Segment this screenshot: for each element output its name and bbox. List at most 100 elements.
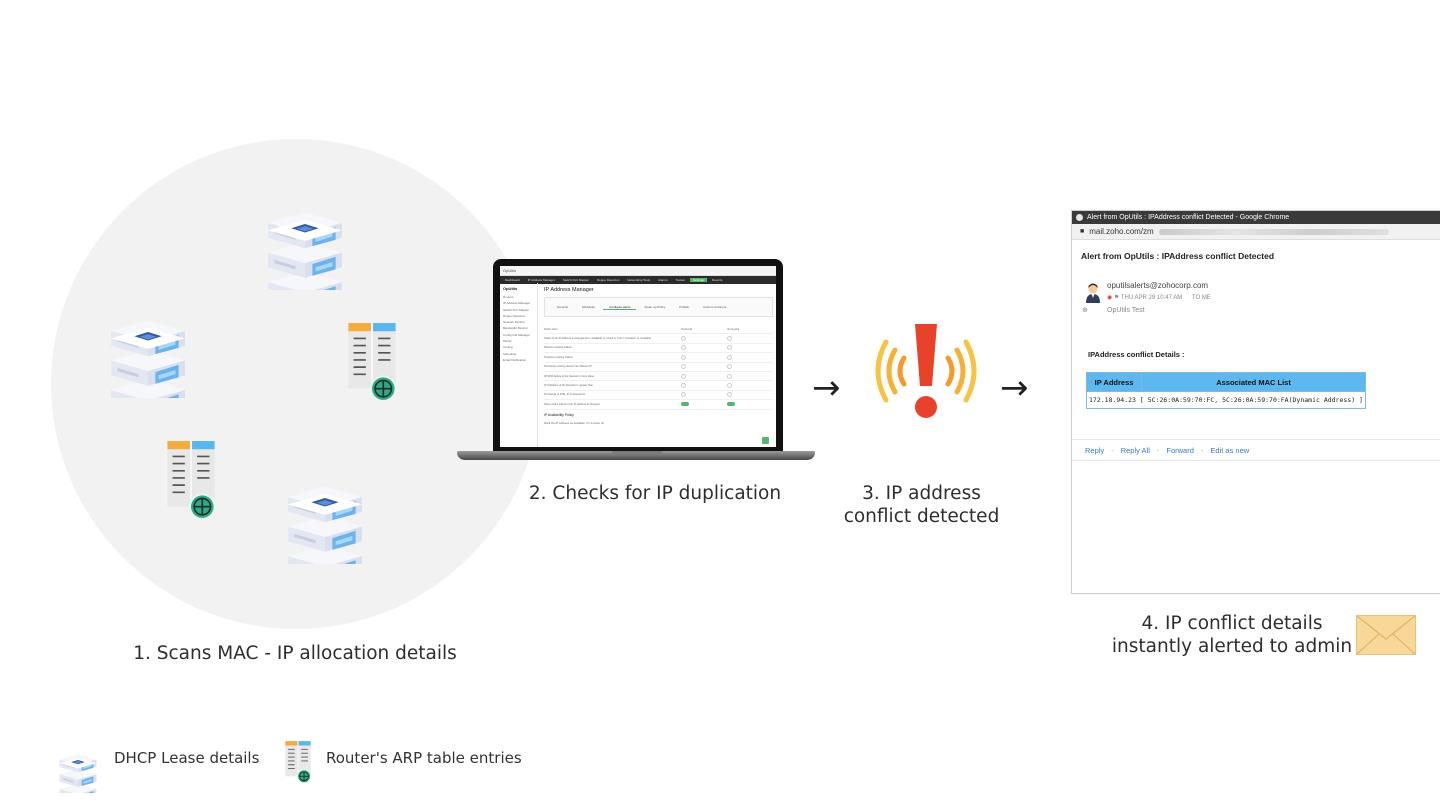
- radio[interactable]: [727, 392, 732, 398]
- table-row: 172.18.94.23 [ 5C:26:0A:59:70:FC, 5C:26:…: [1086, 391, 1366, 409]
- sidebar-item[interactable]: Email Notification: [503, 357, 527, 362]
- nav-item[interactable]: Alarms: [658, 278, 668, 282]
- nav-item[interactable]: Reports: [711, 278, 723, 282]
- column-header-mac: Associated MAC List: [1141, 372, 1366, 392]
- flag-icon[interactable]: ⚑: [1113, 295, 1120, 301]
- edit-as-new-link[interactable]: Edit as new: [1210, 446, 1250, 455]
- conflict-table: IP Address Associated MAC List 172.18.94…: [1085, 372, 1366, 409]
- step-2-label: 2. Checks for IP duplication: [528, 483, 782, 504]
- tab[interactable]: Custom Columns: [703, 305, 727, 309]
- row-label: IP Change of DNS, IP is detected in: [544, 393, 586, 397]
- forward-link[interactable]: Forward: [1166, 446, 1194, 455]
- step-4-line-1: 4. IP conflict details: [1141, 613, 1323, 634]
- app-sidebar: OpUtils Routers IP Address Manager Switc…: [500, 283, 538, 447]
- alert-status-icon: ◉: [1107, 295, 1113, 301]
- ip-cell: 172.18.94.23: [1089, 396, 1136, 404]
- tab[interactable]: Clean up Policy: [644, 305, 666, 309]
- radio[interactable]: [727, 354, 732, 360]
- radio[interactable]: [727, 336, 732, 342]
- sidebar-item[interactable]: Config File Manager: [503, 332, 531, 337]
- table-row: Status of an IP Address is changed from …: [544, 334, 773, 344]
- table-row: Transient existing Failure: [544, 353, 773, 363]
- email-alert-window: Alert from OpUtils : IPAddress conflict …: [1071, 210, 1440, 594]
- oputils-settings-screen: OpUtils Dashboard IP Address Manager Swi…: [500, 266, 776, 447]
- separator: -: [1200, 446, 1204, 455]
- radio[interactable]: [681, 354, 686, 360]
- step-3-line-2: conflict detected: [843, 506, 1000, 527]
- recipient-label: TO ME: [1191, 295, 1211, 301]
- nav-item[interactable]: Rogue Detection: [597, 278, 620, 282]
- radio[interactable]: [681, 364, 686, 370]
- alert-exclamation-icon: [875, 324, 977, 418]
- dhcp-legend-icon: [57, 727, 99, 793]
- blurred-url: [1158, 228, 1389, 235]
- radio[interactable]: [681, 383, 686, 389]
- email-date: THU APR 29 10:47 AM: [1120, 295, 1183, 301]
- nav-item[interactable]: IP Address Manager: [527, 278, 555, 282]
- radio[interactable]: [727, 383, 732, 389]
- reply-link[interactable]: Reply: [1085, 446, 1105, 455]
- router-legend-label: Router's ARP table entries: [326, 749, 522, 767]
- router-icon: [346, 321, 398, 403]
- sidebar-item[interactable]: DHCP: [503, 339, 512, 344]
- sidebar-item[interactable]: Rogue Detection: [503, 313, 526, 318]
- radio[interactable]: [681, 373, 686, 379]
- sidebar-item[interactable]: Switch Port Mapper: [503, 307, 530, 312]
- toggle-switch[interactable]: [727, 402, 735, 407]
- reply-all-link[interactable]: Reply All: [1120, 446, 1150, 455]
- sender-email[interactable]: oputilsalerts@zohocorp.com: [1107, 281, 1209, 290]
- radio[interactable]: [727, 373, 732, 379]
- sidebar-item[interactable]: Scheduler: [503, 351, 517, 356]
- dhcp-server-icon: [268, 158, 342, 290]
- sidebar-item[interactable]: IP Address Manager: [503, 301, 531, 306]
- nav-item-settings[interactable]: Settings: [690, 278, 707, 282]
- radio[interactable]: [681, 345, 686, 351]
- conflict-details-title: IPAddress conflict Details :: [1088, 350, 1185, 359]
- app-main: IP Address Manager General Scheduler Con…: [544, 287, 773, 447]
- envelope-icon: [1356, 615, 1416, 655]
- sidebar-item[interactable]: Bandwidth Monitor: [503, 326, 528, 331]
- laptop-notch: [612, 451, 662, 455]
- tab-configure-alerts[interactable]: Configure alerts: [603, 305, 637, 310]
- email-subject: Alert from OpUtils : IPAddress conflict …: [1081, 251, 1275, 261]
- lock-icon: ■: [1080, 228, 1085, 235]
- radio[interactable]: [681, 336, 686, 342]
- router-legend-icon: [284, 740, 312, 784]
- recipient-name-text: OpUtils Test: [1107, 307, 1145, 314]
- row-label: Show notice subnet of an IP address is c…: [544, 402, 600, 406]
- arrow-right-icon: →: [812, 368, 841, 408]
- nav-item[interactable]: Networking Tools: [627, 278, 651, 282]
- address-bar[interactable]: ■ mail.zoho.com/zm: [1072, 224, 1440, 240]
- row-label: Transient existing Failure: [544, 355, 573, 359]
- nav-item[interactable]: Toolset: [675, 278, 686, 282]
- radio[interactable]: [727, 345, 732, 351]
- arrow-right-icon: →: [1000, 368, 1029, 408]
- mac-cell: [ 5C:26:0A:59:70:FC, 5C:26:0A:59:70:FA(D…: [1139, 396, 1363, 404]
- dhcp-server-icon: [111, 266, 185, 398]
- nav-item[interactable]: Switch Port Mapper: [562, 278, 590, 282]
- table-row: IP Change of DNS, IP is detected in: [544, 391, 773, 401]
- expand-icon[interactable]: ⊕: [1082, 307, 1088, 314]
- tab[interactable]: General: [557, 305, 568, 309]
- save-button[interactable]: [762, 437, 769, 444]
- chrome-icon: [1076, 214, 1083, 221]
- sidebar-item[interactable]: Network Monitor: [503, 320, 525, 325]
- row-label: IP/ DNS failure of the Network in time V…: [544, 374, 595, 378]
- radio[interactable]: [681, 392, 686, 398]
- radio[interactable]: [727, 364, 732, 370]
- tab[interactable]: Scheduler: [581, 305, 596, 309]
- nav-item[interactable]: Dashboard: [505, 278, 520, 282]
- email-actions: Reply - Reply All - Forward - Edit as ne…: [1085, 446, 1249, 455]
- column-header: Notify when :: [544, 327, 559, 331]
- step-3-line-1: 3. IP address: [862, 483, 981, 504]
- section-title: IP Availability Policy: [544, 412, 574, 417]
- page-title: IP Address Manager: [544, 287, 594, 293]
- sender-avatar: [1086, 283, 1100, 303]
- sidebar-item[interactable]: Routers: [503, 295, 514, 299]
- sidebar-item[interactable]: Tooling: [503, 345, 513, 350]
- tab[interactable]: Publish: [679, 305, 690, 309]
- dhcp-server-icon: [288, 432, 362, 564]
- column-header-ip: IP Address: [1085, 372, 1143, 392]
- toggle-switch[interactable]: [681, 402, 689, 407]
- sidebar-title: OpUtils: [503, 286, 518, 291]
